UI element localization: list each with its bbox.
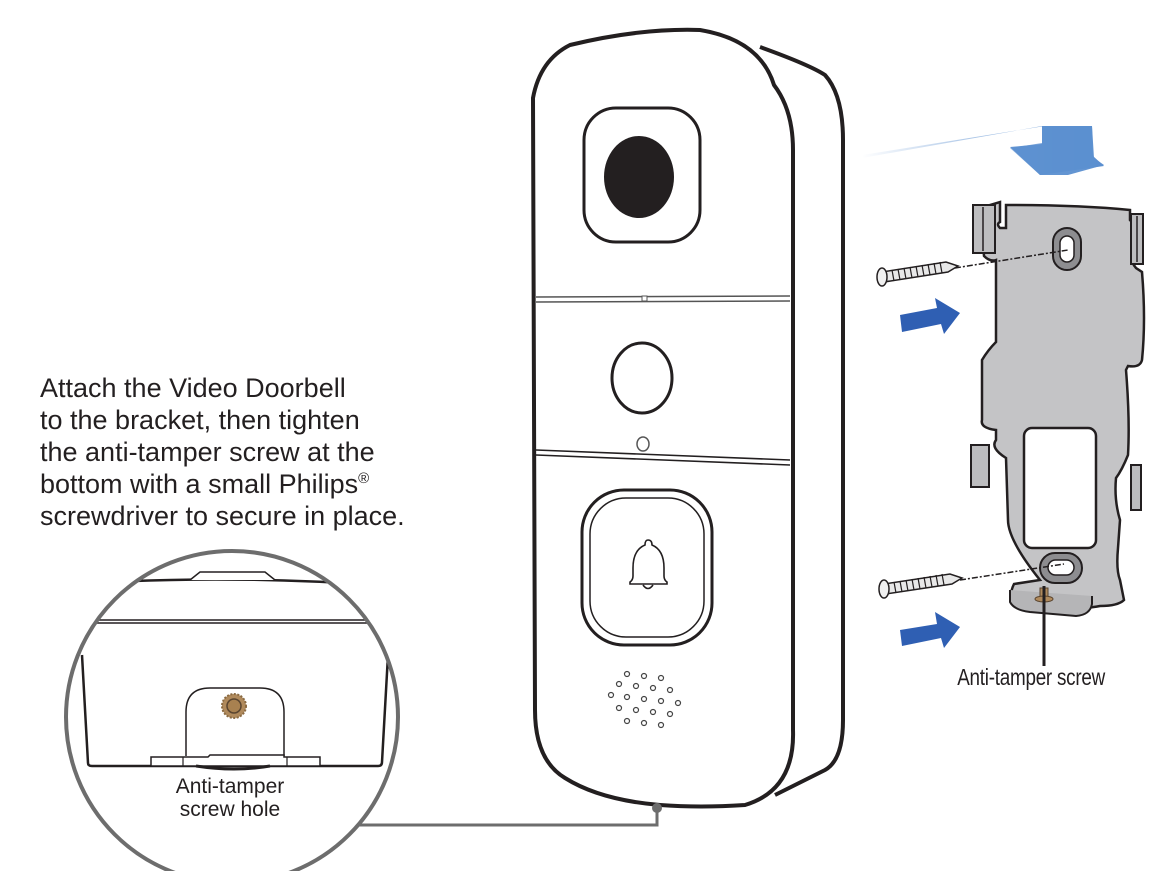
magnified-bottom-view: [64, 549, 400, 871]
bracket-clip-top-left: [972, 204, 996, 254]
mounting-bracket: [970, 200, 1146, 618]
motion-sensor: [610, 341, 674, 415]
camera-lens: [604, 136, 674, 218]
instruction-line-3: the anti-tamper screw at the: [40, 437, 375, 467]
instruction-line-5: screwdriver to secure in place.: [40, 501, 405, 531]
right-arrow-icon[interactable]: [900, 298, 960, 334]
lower-seam: [535, 449, 791, 461]
anti-tamper-screw-label: Anti-tamper screw: [957, 664, 1105, 690]
instruction-line-1: Attach the Video Doorbell: [40, 373, 346, 403]
instruction-text: Attach the Video Doorbell to the bracket…: [40, 372, 440, 532]
light-sensor-dot: [641, 295, 648, 302]
screw-hole-label: Anti-tamper screw hole: [140, 775, 320, 821]
lower-seam-2: [535, 454, 791, 466]
wall-screw-bottom: [878, 563, 1065, 599]
bracket-tab: [185, 687, 285, 756]
screw-hole-leader: [335, 803, 662, 827]
upper-seam-lower: [535, 300, 791, 303]
bracket-clip-mid-left: [970, 444, 990, 488]
bracket-clip-mid-right: [1130, 464, 1142, 511]
wall-screw-top: [876, 249, 1069, 287]
registered-mark: ®: [358, 470, 370, 487]
screw-hole-label-line-1: Anti-tamper: [175, 775, 285, 798]
bracket-bottom-screw-slot: [1047, 559, 1075, 576]
curved-arrow-head: [1010, 126, 1104, 175]
bracket-center-window: [1022, 426, 1098, 550]
bracket-top-screw-slot: [1059, 235, 1075, 263]
upper-seam: [535, 295, 791, 298]
instruction-line-4: bottom with a small Philips: [40, 469, 359, 499]
status-led: [636, 436, 650, 452]
anti-tamper-screw-closeup: [221, 693, 247, 719]
screw-hole-label-line-2: screw hole: [179, 798, 281, 821]
bracket-foot: [1009, 590, 1093, 618]
right-arrow-icon[interactable]: [900, 612, 960, 648]
speaker-grille: [607, 670, 682, 729]
magnifier-ring: [64, 549, 400, 871]
instruction-line-2: to the bracket, then tighten: [40, 405, 360, 435]
bell-icon: [629, 539, 668, 590]
video-doorbell: [530, 27, 845, 809]
